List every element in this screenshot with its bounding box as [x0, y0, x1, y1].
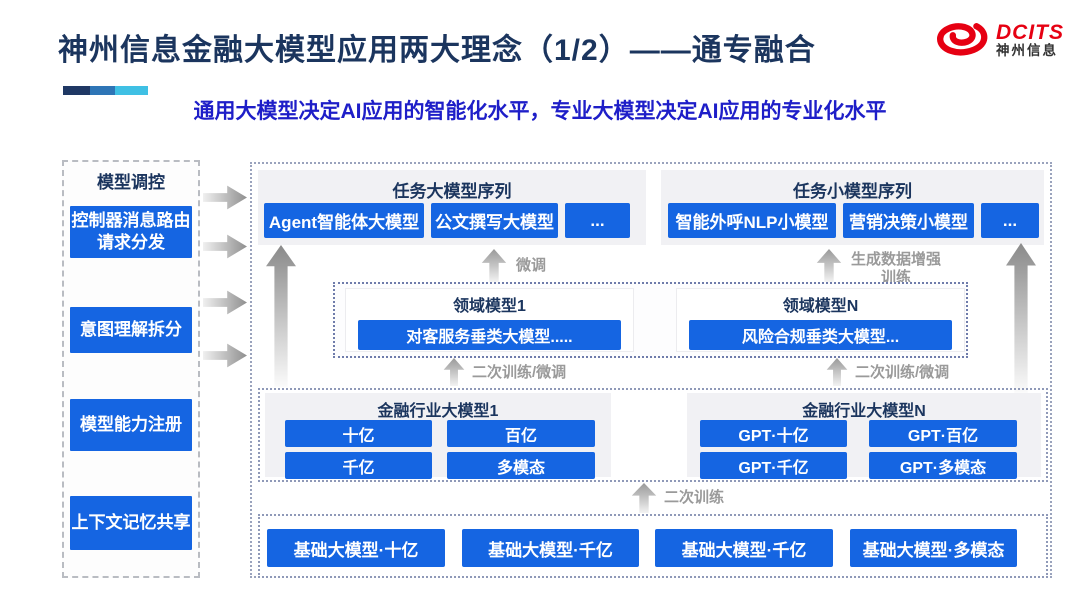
arrow-right-icon — [203, 185, 247, 210]
model-chip-10b: 百亿 — [447, 420, 595, 447]
model-chip-nlp-outbound: 智能外呼NLP小模型 — [668, 203, 836, 238]
model-chip-multimodal: 多模态 — [447, 452, 595, 479]
arrow-right-icon — [203, 343, 247, 368]
model-chip-gpt-1b: GPT·十亿 — [700, 420, 847, 447]
model-chip-100b: 千亿 — [285, 452, 432, 479]
dcits-swirl-icon — [932, 16, 990, 65]
model-chip-risk-compliance: 风险合规垂类大模型... — [689, 320, 952, 350]
task-small-model-title: 任务小模型序列 — [793, 182, 912, 201]
company-logo: DCITS 神州信息 — [932, 16, 1064, 65]
retrain-finetune-left-label: 二次训练/微调 — [472, 364, 567, 381]
sidebar-item-router: 控制器消息路由请求分发 — [70, 206, 192, 258]
domain-model-1-box: 领域模型1 对客服务垂类大模型..... — [345, 288, 634, 352]
model-chip-base-multimodal: 基础大模型·多模态 — [850, 529, 1017, 567]
model-chip-more-small: ... — [981, 203, 1039, 238]
industry-models-frame — [258, 388, 1048, 482]
logo-company-name: 神州信息 — [996, 43, 1058, 59]
sidebar-item-context: 上下文记忆共享 — [70, 496, 192, 550]
domain-model-n-box: 领域模型N 风险合规垂类大模型... — [676, 288, 965, 352]
task-large-model-title: 任务大模型序列 — [392, 182, 512, 201]
domain-model-n-title: 领域模型N — [782, 298, 859, 315]
arrow-right-icon — [203, 290, 247, 315]
model-chip-1b: 十亿 — [285, 420, 432, 447]
arrow-right-icon — [203, 234, 247, 259]
industry-model-n-title: 金融行业大模型N — [802, 403, 926, 420]
model-chip-gpt-multimodal: GPT·多模态 — [869, 452, 1017, 479]
accent-bar-mid — [90, 86, 115, 95]
page-title: 神州信息金融大模型应用两大理念（1/2）——通专融合 — [58, 34, 816, 67]
model-chip-document-writing: 公文撰写大模型 — [431, 203, 558, 238]
accent-bar-dark — [63, 86, 90, 95]
gen-data-training-label: 生成数据增强训练 — [850, 251, 941, 286]
model-chip-gpt-10b: GPT·百亿 — [869, 420, 1017, 447]
model-chip-agent: Agent智能体大模型 — [264, 203, 424, 238]
accent-bar-cyan — [115, 86, 148, 95]
domain-model-1-title: 领域模型1 — [453, 298, 526, 315]
model-chip-marketing: 营销决策小模型 — [843, 203, 974, 238]
model-chip-customer-service: 对客服务垂类大模型..... — [358, 320, 621, 350]
model-chip-base-100b-b: 基础大模型·千亿 — [655, 529, 833, 567]
model-control-title: 模型调控 — [97, 173, 165, 192]
accent-bars — [63, 86, 148, 95]
slide-subtitle: 通用大模型决定AI应用的智能化水平，专业大模型决定AI应用的专业化水平 — [193, 100, 887, 123]
retrain-label: 二次训练 — [664, 489, 725, 506]
model-chip-more-large: ... — [565, 203, 630, 238]
retrain-finetune-right-label: 二次训练/微调 — [855, 364, 950, 381]
logo-text: DCITS 神州信息 — [996, 22, 1064, 58]
model-chip-gpt-100b: GPT·千亿 — [700, 452, 847, 479]
logo-brand: DCITS — [996, 21, 1064, 45]
model-chip-base-100b-a: 基础大模型·千亿 — [462, 529, 639, 567]
finetune-label: 微调 — [516, 257, 547, 274]
industry-model-1-title: 金融行业大模型1 — [377, 403, 499, 420]
model-chip-base-1b: 基础大模型·十亿 — [267, 529, 445, 567]
sidebar-item-capability: 模型能力注册 — [70, 399, 192, 451]
base-models-frame — [258, 514, 1048, 578]
sidebar-item-intent: 意图理解拆分 — [70, 307, 192, 353]
